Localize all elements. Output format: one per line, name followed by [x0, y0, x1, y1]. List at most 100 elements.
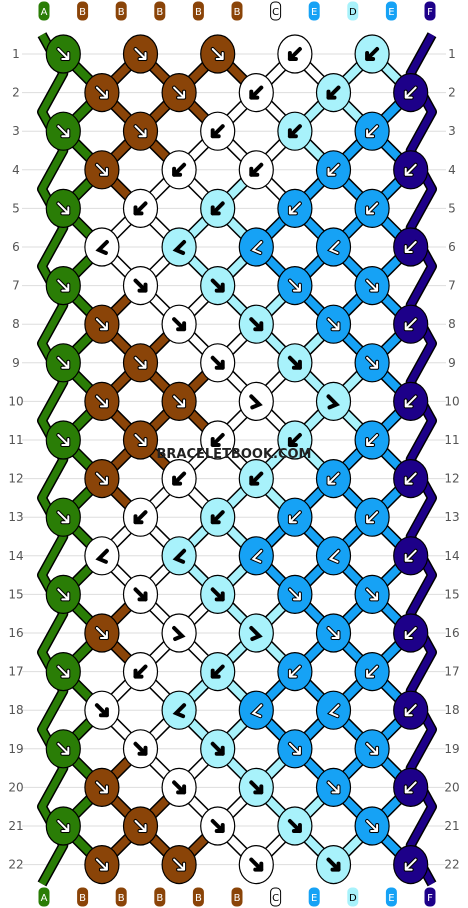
row-number-right: 5 [448, 201, 456, 215]
knot [354, 420, 390, 460]
knot [277, 497, 313, 537]
row-number-right: 11 [444, 433, 459, 447]
knot-arrow-icon [404, 858, 417, 871]
knot [315, 613, 352, 653]
knot-arrow-icon [404, 704, 417, 717]
string-label-bottom-tab [77, 887, 89, 907]
row-number-right: 12 [444, 472, 459, 486]
string-label-bottom: B [79, 893, 86, 904]
knot-arrow-icon [95, 86, 108, 99]
knot-arrow-icon [404, 627, 417, 639]
string-label-top: D [349, 7, 357, 18]
knot-arrow-icon [250, 318, 263, 331]
knot [122, 188, 159, 228]
knot-arrow-icon [366, 279, 379, 292]
knot [238, 613, 274, 653]
string-label-top-tab [385, 1, 397, 21]
knot-arrow-icon [95, 395, 108, 408]
knot [45, 343, 81, 383]
string-label-top: E [388, 7, 394, 18]
row-number-right: 19 [444, 742, 459, 756]
knot [315, 459, 352, 499]
knot [393, 150, 429, 190]
string-label-top: C [272, 7, 279, 18]
knot-arrow-icon [134, 279, 147, 292]
knot [393, 72, 429, 113]
knot-arrow-icon [173, 163, 186, 176]
knot-arrow-icon [288, 202, 301, 215]
knot-arrow-icon [173, 395, 186, 408]
knot-arrow-icon [327, 472, 340, 485]
knot-arrow-icon [327, 395, 339, 409]
knot [45, 188, 81, 228]
string-label-bottom-tab [308, 887, 320, 907]
knot [161, 227, 197, 267]
row-number-right: 20 [444, 780, 459, 794]
knot-arrow-icon [211, 434, 224, 446]
knot-arrow-icon [57, 356, 70, 369]
knot-arrow-icon [250, 858, 263, 871]
knot [84, 767, 120, 808]
knot-arrow-icon [404, 241, 417, 253]
knot [277, 420, 313, 460]
knot [45, 497, 81, 537]
knot [354, 806, 390, 846]
knot [393, 304, 429, 344]
knot-arrow-icon [57, 820, 70, 832]
row-number-right: 22 [444, 858, 459, 872]
knot-arrow-icon [250, 163, 263, 176]
string-label-top-tab [424, 1, 436, 21]
knot-arrow-icon [366, 511, 379, 524]
knot-arrow-icon [134, 820, 147, 832]
knot [200, 574, 236, 615]
knot-arrow-icon [95, 858, 108, 871]
knot-arrow-icon [251, 549, 263, 563]
knot [315, 72, 352, 113]
row-number-right: 18 [444, 703, 459, 717]
knot-arrow-icon [173, 627, 184, 640]
knot-arrow-icon [250, 781, 263, 794]
knot-arrow-icon [57, 279, 70, 292]
row-number-left: 12 [8, 472, 23, 486]
knot [122, 343, 159, 383]
knot [122, 34, 159, 74]
knot [45, 420, 81, 460]
knot [354, 111, 390, 151]
knot-arrow-icon [366, 356, 379, 369]
knot [45, 729, 81, 769]
knot-arrow-icon [95, 704, 108, 717]
knot [200, 420, 236, 460]
string-label-top-tab [115, 1, 127, 21]
row-number-left: 17 [8, 665, 23, 679]
knot-arrow-icon [211, 279, 224, 292]
knot-arrow-icon [251, 704, 263, 718]
knot [84, 72, 120, 113]
knot-arrow-icon [97, 549, 108, 563]
knot [122, 806, 159, 846]
string-label-bottom: E [311, 893, 317, 904]
knot [354, 651, 390, 692]
knot-arrow-icon [250, 627, 262, 640]
knot [354, 729, 390, 769]
row-number-left: 15 [8, 587, 23, 601]
knot-arrow-icon [250, 86, 263, 99]
knot-arrow-icon [366, 665, 379, 678]
knot-arrow-icon [174, 549, 186, 563]
knot-arrow-icon [328, 704, 340, 718]
knot-arrow-icon [366, 125, 379, 138]
string-label-bottom: C [272, 893, 279, 904]
knot-arrow-icon [211, 202, 224, 215]
knot [393, 536, 429, 576]
row-number-left: 2 [12, 86, 20, 100]
knot-arrow-icon [404, 86, 417, 99]
string-label-top: B [195, 7, 202, 18]
knot-arrow-icon [404, 395, 417, 408]
knot [122, 111, 159, 151]
knot [393, 844, 429, 885]
string-label-top-tab [192, 1, 204, 21]
knot-arrow-icon [404, 163, 417, 176]
knot-arrow-icon [366, 48, 379, 60]
row-number-left: 11 [8, 433, 23, 447]
